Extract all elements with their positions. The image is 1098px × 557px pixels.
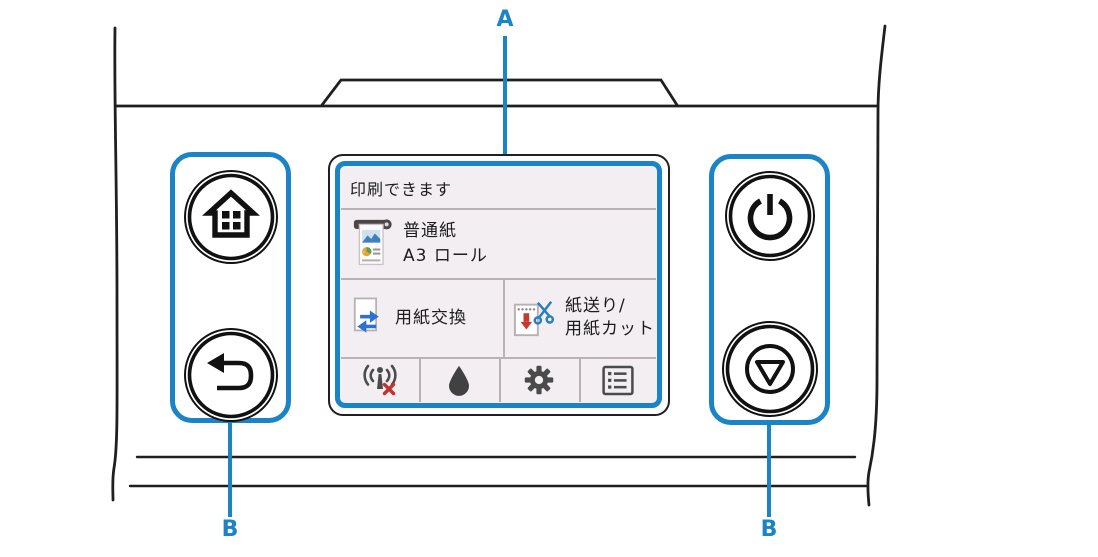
settings-button[interactable] xyxy=(499,358,579,402)
printer-right-edge xyxy=(866,24,887,507)
touch-screen[interactable]: 印刷できます 普通紙 A3 ロール xyxy=(341,167,656,402)
menu-list-icon xyxy=(601,365,634,395)
home-icon xyxy=(183,170,278,264)
paper-info-text: 普通紙 A3 ロール xyxy=(403,219,488,269)
network-disabled-icon xyxy=(363,364,397,396)
feed-cut-label-line1: 紙送り/ xyxy=(565,296,626,316)
divider xyxy=(503,279,505,357)
divider xyxy=(341,208,656,210)
callout-line-b-left xyxy=(228,423,232,517)
action-buttons-row: 用紙交換 xyxy=(341,279,656,357)
paper-size: A3 ロール xyxy=(403,245,488,266)
power-button[interactable] xyxy=(724,170,816,262)
left-button-group xyxy=(170,152,291,423)
replace-paper-icon xyxy=(353,297,379,333)
callout-line-b-right xyxy=(767,425,771,517)
network-status-button[interactable] xyxy=(341,358,419,402)
replace-paper-label: 用紙交換 xyxy=(395,307,467,328)
paper-info-tile[interactable]: 普通紙 A3 ロール xyxy=(341,209,656,278)
divider xyxy=(341,357,656,359)
feed-cut-icon xyxy=(513,301,555,337)
back-button[interactable] xyxy=(183,327,279,423)
divider xyxy=(499,358,501,402)
divider xyxy=(579,358,581,402)
stop-icon xyxy=(721,321,818,417)
status-bar: 印刷できます xyxy=(341,167,656,208)
callout-line-a xyxy=(503,36,507,162)
replace-paper-button[interactable]: 用紙交換 xyxy=(341,279,503,357)
back-icon xyxy=(183,328,278,422)
stop-button[interactable] xyxy=(721,320,819,418)
menu-button[interactable] xyxy=(579,358,656,402)
feed-cut-label: 紙送り/ 用紙カット xyxy=(565,295,655,341)
right-button-group xyxy=(709,154,830,425)
callout-label-b-right: B xyxy=(760,517,778,542)
feed-cut-label-line2: 用紙カット xyxy=(565,319,655,339)
callout-label-a: A xyxy=(496,7,514,32)
printer-top-cover xyxy=(320,78,679,107)
ink-icon xyxy=(449,365,469,396)
status-text: 印刷できます xyxy=(350,179,453,199)
printer-left-edge xyxy=(111,26,119,502)
feed-cut-button[interactable]: 紙送り/ 用紙カット xyxy=(503,279,656,357)
roll-paper-icon xyxy=(353,219,392,266)
power-icon xyxy=(724,171,815,261)
screen-toolbar xyxy=(341,358,656,402)
settings-gear-icon xyxy=(524,365,554,395)
divider xyxy=(341,278,656,280)
divider xyxy=(419,358,421,402)
ink-info-button[interactable] xyxy=(419,358,499,402)
paper-type: 普通紙 xyxy=(403,220,457,241)
home-button[interactable] xyxy=(183,169,279,265)
callout-label-b-left: B xyxy=(221,517,239,542)
